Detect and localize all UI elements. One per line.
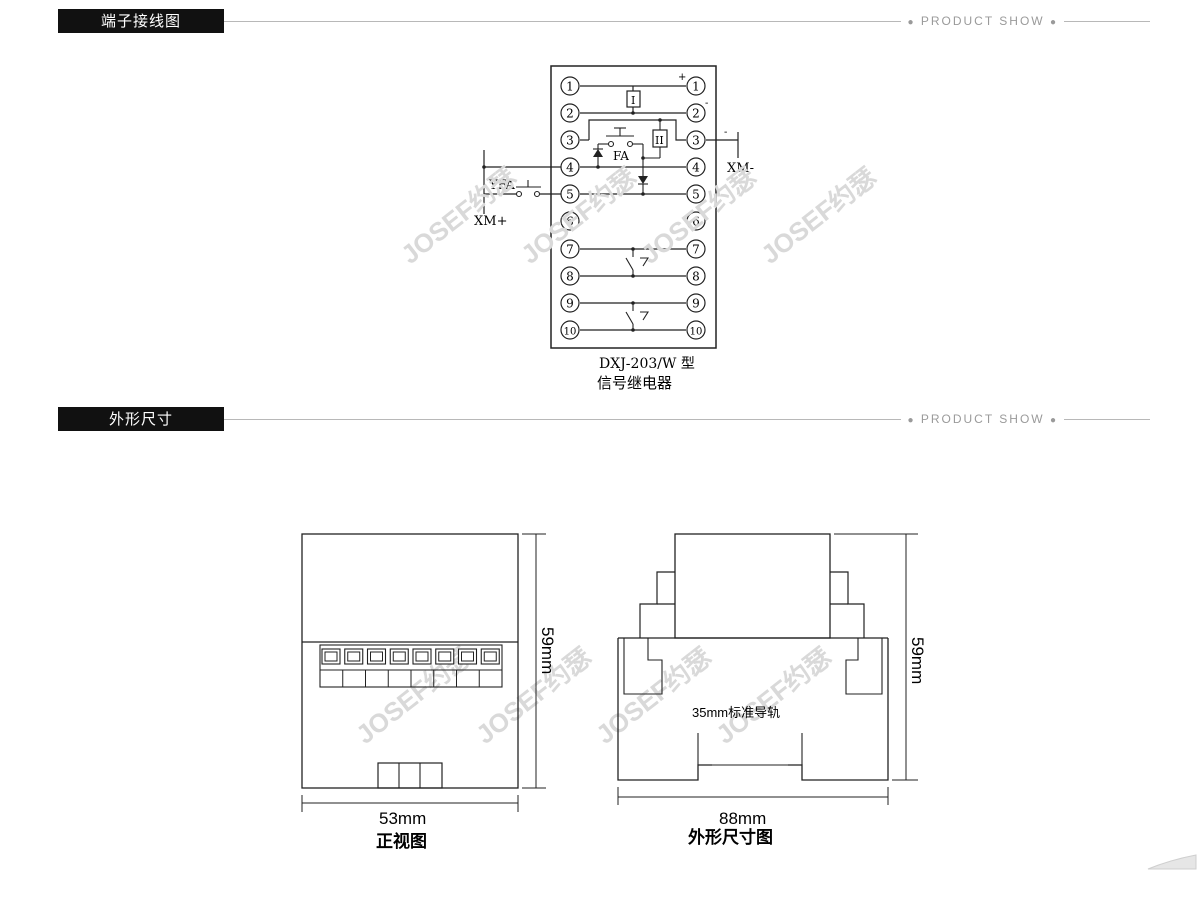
terminal-label-left: 10 — [564, 327, 577, 338]
terminal-label-left: 6 — [566, 215, 574, 229]
section-rule — [224, 419, 1150, 420]
relay-I-label: I — [631, 94, 635, 107]
terminal-label-left: 5 — [566, 188, 574, 202]
badge-text: PRODUCT SHOW — [920, 412, 1045, 426]
terminal-label-right: 8 — [692, 270, 700, 284]
terminal-circle — [560, 130, 580, 150]
section-header-wiring: 端子接线图 ● PRODUCT SHOW ● — [58, 9, 1150, 33]
section-title: 外形尺寸 — [58, 407, 224, 431]
terminal-circle — [686, 103, 706, 123]
front-view: 59mm 53mm 正视图 — [301, 533, 557, 851]
terminal-circle — [560, 239, 580, 259]
terminal-label-left: 8 — [566, 270, 574, 284]
terminal-screw — [324, 651, 338, 662]
side-view: 35mm标准导轨 59mm 88mm 外形尺寸图 — [617, 533, 927, 847]
terminal-slot — [412, 648, 432, 665]
section-header-dimensions: 外形尺寸 ● PRODUCT SHOW ● — [58, 407, 1150, 431]
terminal-slot — [435, 648, 455, 665]
watermark-group: JOSEF约瑟 JOSEF约瑟 JOSEF约瑟 JOSEF约瑟 — [395, 162, 882, 270]
model-label: DXJ-203/W 型 — [599, 356, 695, 372]
product-show-badge: ● PRODUCT SHOW ● — [901, 12, 1064, 32]
relay-name-label: 信号继电器 — [597, 374, 672, 392]
terminal-label-right: 9 — [692, 297, 700, 311]
terminal-label-left: 7 — [566, 243, 574, 257]
terminal-slot — [366, 648, 387, 665]
terminal-label-left: 9 — [566, 297, 574, 311]
front-terminal-row — [321, 648, 500, 687]
terminal-circle — [686, 184, 706, 204]
terminal-label-left: 1 — [566, 80, 574, 94]
terminal-label-left: 2 — [566, 107, 574, 121]
terminal-circle — [686, 239, 706, 259]
terminal-label-left: 4 — [566, 161, 574, 175]
terminal-label-right: 1 — [692, 80, 700, 94]
terminal-circle — [560, 320, 580, 340]
watermark: JOSEF约瑟 — [710, 642, 837, 750]
front-caption: 正视图 — [376, 831, 427, 851]
terminal-label-right: 7 — [692, 243, 700, 257]
terminal-circle — [560, 293, 580, 313]
yfa-label: YFA — [488, 178, 515, 193]
side-width-label: 88mm — [719, 809, 766, 828]
section-rule — [224, 21, 1150, 22]
front-width-label: 53mm — [379, 809, 426, 828]
side-height-label: 59mm — [908, 637, 927, 684]
terminal-slot — [480, 648, 500, 665]
terminal-circle — [686, 157, 706, 177]
terminal-circle — [686, 293, 706, 313]
dimension-drawings: JOSEF约瑟 JOSEF约瑟 JOSEF约瑟 JOSEF约瑟 59mm 53m… — [301, 533, 1197, 870]
terminal-screw — [415, 651, 429, 662]
product-show-badge: ● PRODUCT SHOW ● — [901, 410, 1064, 430]
terminal-block: 1 1 2 2 3 3 4 4 5 5 6 6 7 7 8 8 9 9 10 10 — [560, 76, 706, 340]
terminal-slot — [321, 648, 341, 665]
terminal-screw — [370, 651, 383, 662]
relay-body — [550, 65, 717, 349]
terminal-screw — [438, 651, 452, 662]
terminal-label-left: 3 — [566, 134, 574, 148]
terminal-slot — [344, 648, 364, 665]
page-curl-decoration — [1147, 854, 1197, 870]
terminal-label-right: 3 — [692, 134, 700, 148]
terminal-circle — [686, 320, 706, 340]
terminal-circle — [560, 211, 580, 231]
terminal-screw — [483, 651, 497, 662]
fa-label: FA — [613, 149, 629, 163]
terminal-circle — [560, 103, 580, 123]
terminal-circle — [686, 211, 706, 231]
terminal-label-right: 6 — [692, 215, 700, 229]
side-caption: 外形尺寸图 — [688, 827, 773, 847]
terminal-screw — [347, 651, 361, 662]
watermark: JOSEF约瑟 — [515, 162, 642, 270]
terminal-screw — [461, 651, 474, 662]
front-height-label: 59mm — [538, 627, 557, 674]
relay-II-label: II — [655, 134, 664, 147]
minus-sign-3: - — [724, 127, 727, 138]
terminal-circle — [560, 76, 580, 96]
section-title: 端子接线图 — [58, 9, 224, 33]
xm-plus-label: XM+ — [474, 214, 507, 229]
terminal-label-right: 10 — [690, 327, 703, 338]
terminal-slot — [457, 648, 478, 665]
terminal-circle — [686, 76, 706, 96]
terminal-slot — [389, 648, 409, 665]
badge-text: PRODUCT SHOW — [920, 14, 1045, 28]
terminal-label-right: 5 — [692, 188, 700, 202]
terminal-label-right: 2 — [692, 107, 700, 121]
terminal-circle — [560, 266, 580, 286]
terminal-screw — [392, 651, 406, 662]
rail-label: 35mm标准导轨 — [692, 705, 780, 720]
xm-minus-label: XM- — [727, 161, 754, 176]
terminal-circle — [686, 130, 706, 150]
plus-sign: + — [678, 72, 686, 83]
minus-sign-2: - — [705, 98, 708, 109]
terminal-label-right: 4 — [692, 161, 700, 175]
wiring-diagram: 1 1 2 2 3 3 4 4 5 5 6 6 7 7 8 8 9 9 10 10 + I - FA II — [395, 65, 882, 392]
terminal-circle — [686, 266, 706, 286]
watermark: JOSEF约瑟 — [755, 162, 882, 270]
